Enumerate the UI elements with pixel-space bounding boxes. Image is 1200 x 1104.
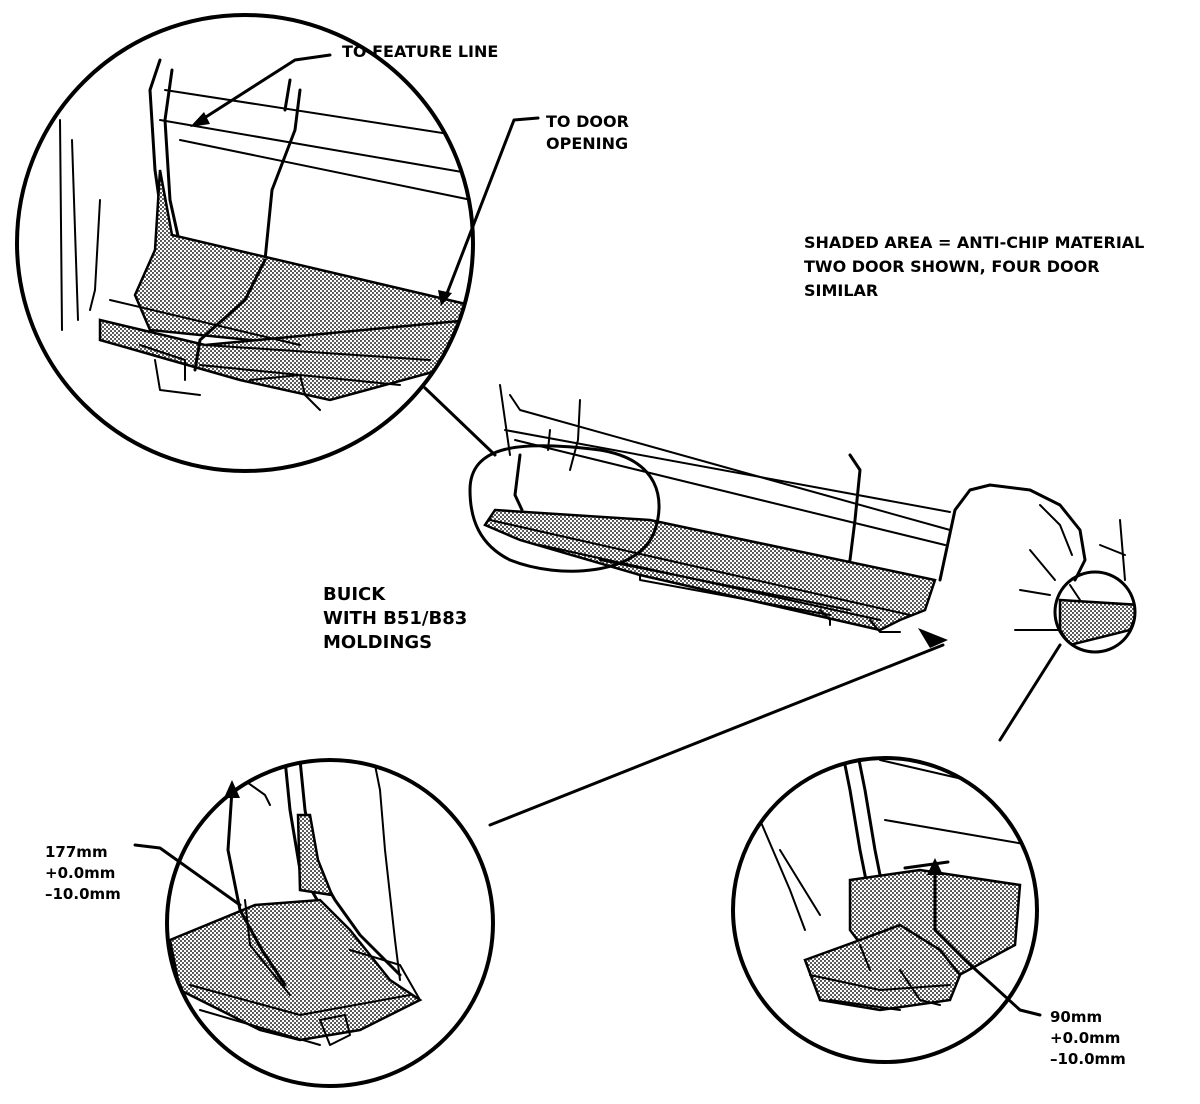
dim-right-value: 90mm — [1050, 1008, 1102, 1026]
model-label-line3: MOLDINGS — [323, 632, 432, 653]
door-opening-label-line2: OPENING — [546, 134, 628, 153]
note-line1: SHADED AREA = ANTI-CHIP MATERIAL — [804, 233, 1144, 252]
note-line3: SIMILAR — [804, 281, 878, 300]
dim-left-plus: +0.0mm — [45, 864, 115, 882]
top-detail-circle — [15, 13, 475, 473]
rocker-panel-overview — [468, 384, 1137, 654]
top-detail-view — [15, 13, 475, 473]
bottom-left-detail-circle — [165, 758, 495, 1088]
bottom-left-leader — [488, 643, 945, 827]
model-label-line2: WITH B51/B83 — [323, 608, 467, 629]
dim-left-minus: –10.0mm — [45, 885, 121, 903]
bottom-right-detail-circle — [731, 756, 1039, 1064]
dim-90-arrow — [933, 866, 1042, 1017]
dim-left-value: 177mm — [45, 843, 108, 861]
dim-right-plus: +0.0mm — [1050, 1029, 1120, 1047]
bottom-right-leader — [998, 643, 1062, 742]
small-right-detail-circle — [1053, 570, 1137, 654]
top-leaders — [190, 53, 540, 457]
note-line2: TWO DOOR SHOWN, FOUR DOOR — [804, 257, 1100, 276]
model-label-line1: BUICK — [323, 584, 386, 605]
bottom-left-detail-view — [133, 758, 495, 1088]
dim-177-arrow — [226, 788, 287, 987]
dim-right-minus: –10.0mm — [1050, 1050, 1126, 1068]
bottom-right-detail-view — [731, 756, 1042, 1064]
door-opening-label-line1: TO DOOR — [546, 112, 629, 131]
feature-line-label: TO FEATURE LINE — [342, 42, 498, 61]
